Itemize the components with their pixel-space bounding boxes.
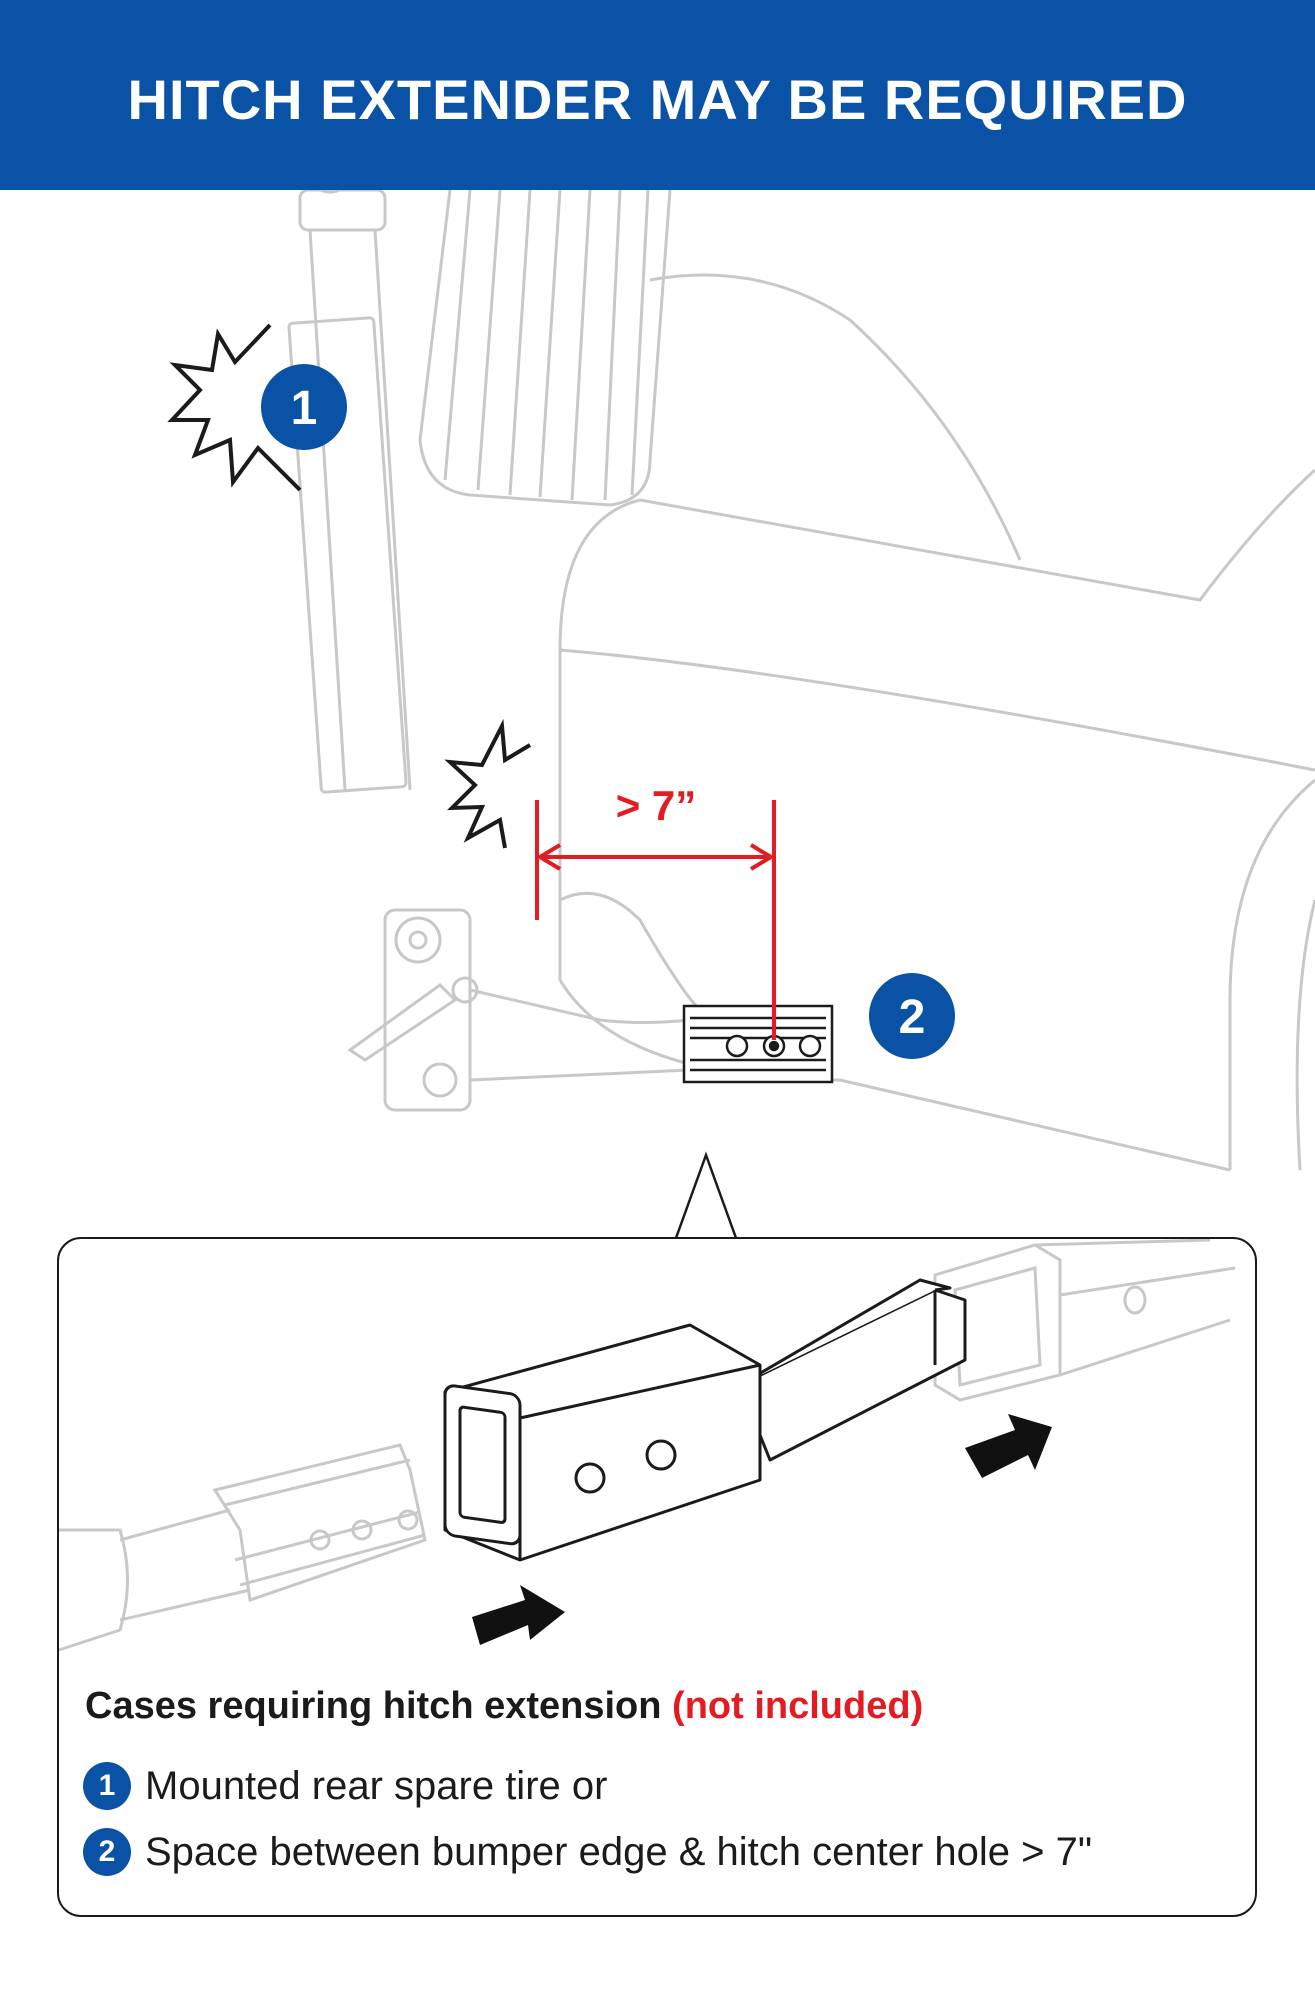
banner: HITCH EXTENDER MAY BE REQUIRED bbox=[0, 0, 1315, 190]
callout-box bbox=[57, 1237, 1257, 1917]
list-item-text: Mounted rear spare tire or bbox=[145, 1763, 608, 1808]
callout-heading: Cases requiring hitch extension (not inc… bbox=[85, 1685, 923, 1728]
callout-heading-note: (not included) bbox=[672, 1685, 924, 1727]
marker-1-circle bbox=[261, 364, 347, 450]
list-item: 2 Space between bumper edge & hitch cent… bbox=[83, 1826, 1092, 1878]
arrow-icon bbox=[472, 1585, 565, 1645]
marker-2-circle bbox=[869, 973, 955, 1059]
callout-background-parts bbox=[58, 1238, 1236, 1652]
impact-burst-icon bbox=[167, 323, 302, 492]
measurement-label: > 7” bbox=[616, 782, 697, 829]
impact-burst-icon bbox=[444, 718, 532, 849]
hitch-extender-icon bbox=[443, 1278, 967, 1562]
measurement-dimension bbox=[535, 800, 776, 1040]
list-item-text: Space between bumper edge & hitch center… bbox=[145, 1829, 1093, 1874]
callout-pointer bbox=[674, 1151, 738, 1239]
vehicle-outline bbox=[287, 98, 1315, 1172]
page-title: HITCH EXTENDER MAY BE REQUIRED bbox=[127, 68, 1188, 131]
list-item: 1 Mounted rear spare tire or bbox=[83, 1760, 607, 1812]
hitch-receiver bbox=[682, 1004, 834, 1084]
number-badge: 1 bbox=[83, 1762, 131, 1810]
marker-1-number: 1 bbox=[291, 382, 318, 435]
arrow-icon bbox=[965, 1414, 1052, 1478]
number-badge: 2 bbox=[83, 1828, 131, 1876]
callout-heading-text: Cases requiring hitch extension bbox=[85, 1685, 662, 1727]
marker-2-number: 2 bbox=[899, 991, 926, 1044]
